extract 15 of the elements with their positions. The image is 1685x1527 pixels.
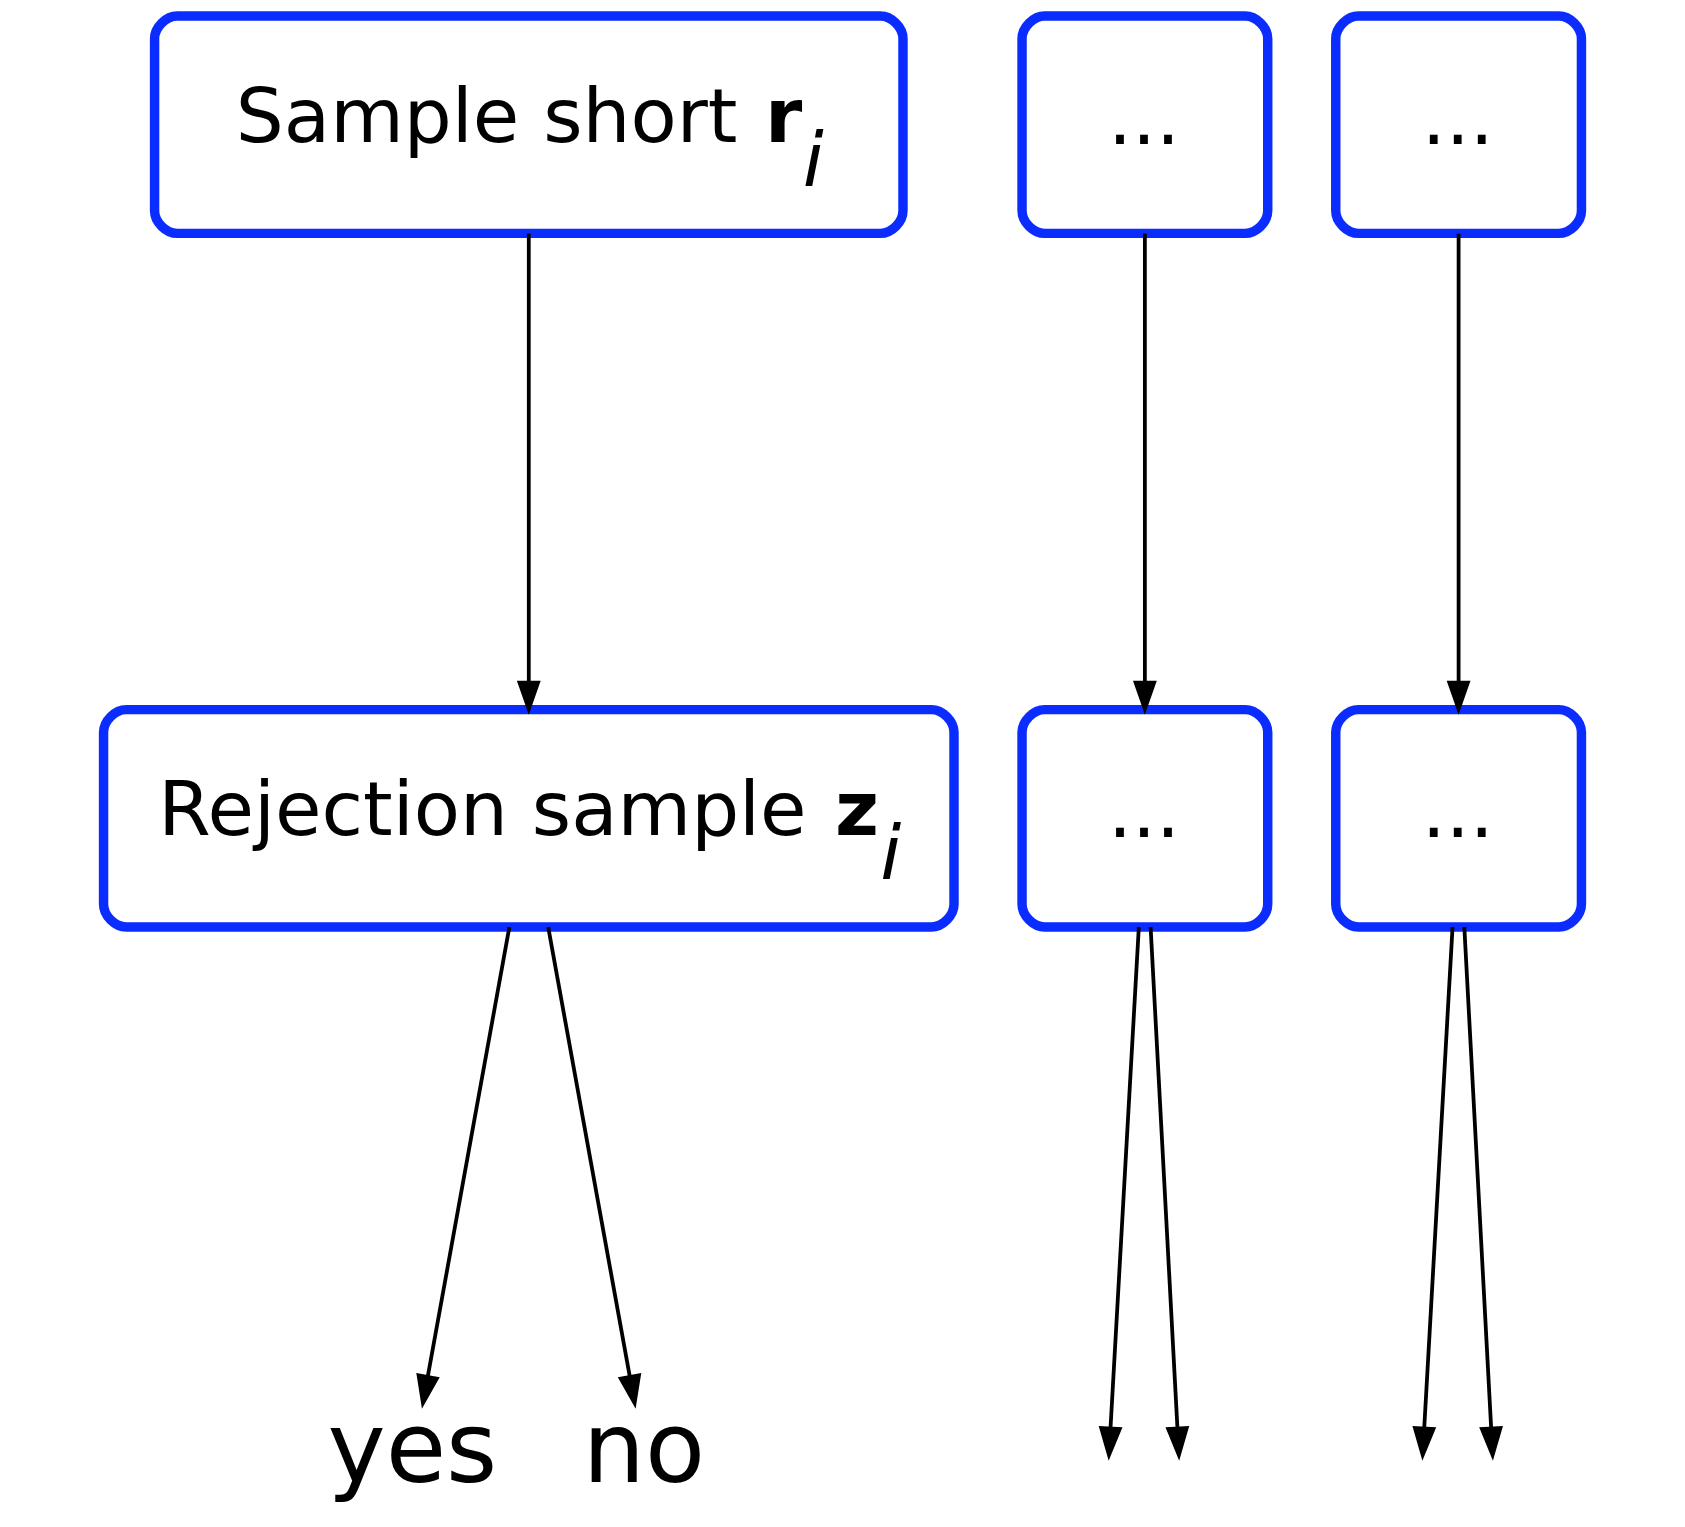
arrow (1132, 233, 1157, 715)
node-text: no (582, 1390, 706, 1505)
arrow (516, 233, 541, 715)
arrow (1412, 927, 1455, 1461)
node-box: ... (1331, 704, 1587, 932)
arrow (1462, 927, 1503, 1461)
arrow (416, 926, 512, 1409)
arrow (1098, 927, 1141, 1461)
node-box: ... (1331, 11, 1587, 239)
arrow (1148, 927, 1190, 1461)
node-box: ... (1017, 704, 1273, 932)
arrow (1446, 233, 1471, 715)
arrow (546, 926, 642, 1409)
node-text: yes (327, 1390, 498, 1505)
node-box: ... (1017, 11, 1273, 239)
